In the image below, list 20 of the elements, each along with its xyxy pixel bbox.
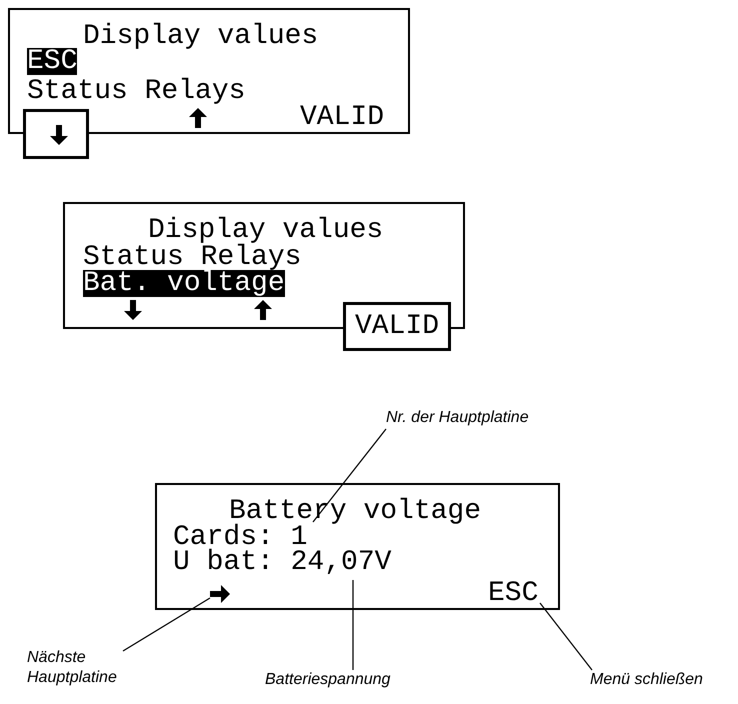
display-text: ESC bbox=[488, 580, 538, 607]
callout-label: Nächste Hauptplatine bbox=[27, 648, 122, 688]
display-text: Status Relays bbox=[83, 244, 302, 271]
leader-line bbox=[352, 580, 354, 670]
display-text: Display values bbox=[83, 23, 318, 50]
display-text: Display values bbox=[148, 217, 384, 244]
leader-line bbox=[312, 428, 386, 522]
key-button: VALID bbox=[343, 302, 451, 351]
display-text: Status Relays bbox=[27, 78, 246, 105]
callout-label: Nr. der Hauptplatine bbox=[386, 408, 586, 428]
key-button bbox=[23, 109, 89, 159]
highlighted-menu-item: ESC bbox=[27, 48, 78, 75]
display-text: U bat: 24,07V bbox=[173, 549, 392, 576]
callout-label: Batteriespannung bbox=[265, 670, 441, 690]
lcd-screen bbox=[155, 483, 560, 610]
highlighted-menu-item: Bat. voltage bbox=[83, 270, 285, 297]
leader-line bbox=[122, 597, 210, 652]
callout-label: Menü schließen bbox=[590, 670, 735, 690]
leader-line bbox=[540, 602, 592, 670]
display-text: VALID bbox=[300, 104, 384, 131]
